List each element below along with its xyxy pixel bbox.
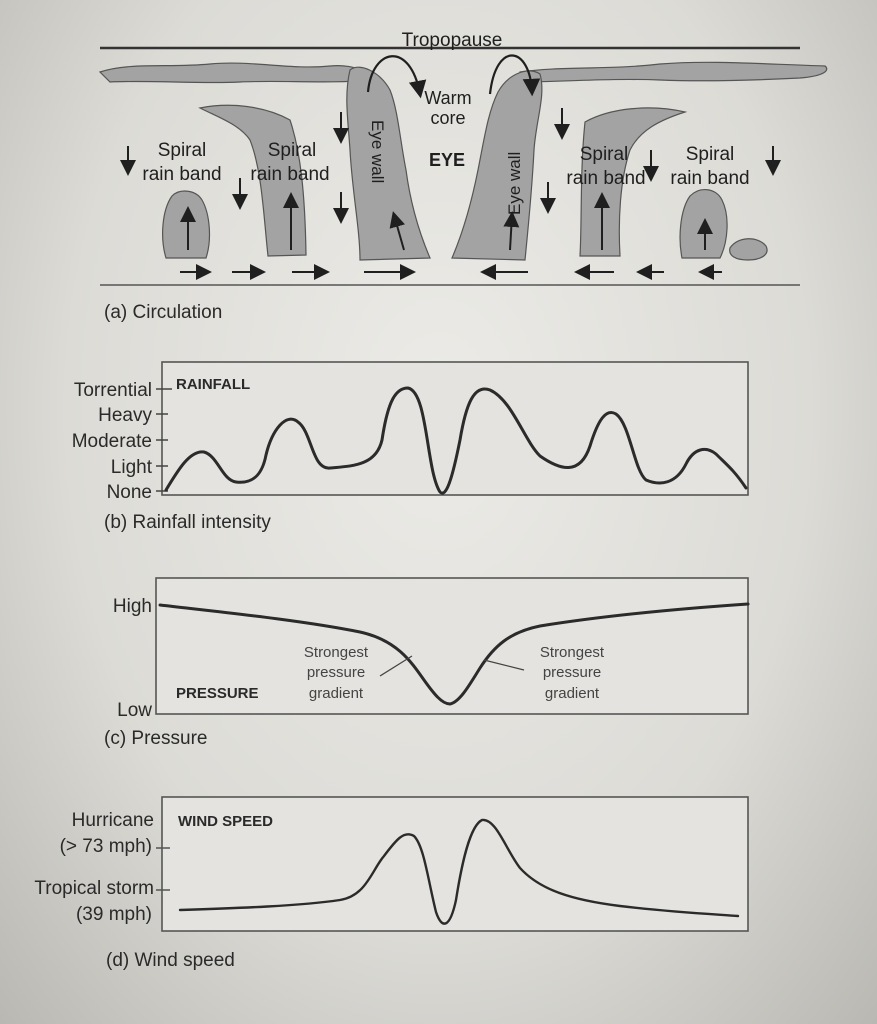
wind-axis-ticks [156, 847, 170, 891]
eye-wall-cloud-right [451, 70, 543, 261]
pressure-panel: High Low PRESSURE Strongest pressure gra… [104, 577, 750, 749]
pressure-title: PRESSURE [176, 685, 259, 702]
warm-core-label-2: core [430, 108, 465, 128]
wind-speed-curve [178, 818, 740, 925]
pressure-low-label: Low [117, 700, 152, 721]
wind-caption: (d) Wind speed [106, 950, 235, 971]
pressure-caption: (c) Pressure [104, 728, 207, 749]
updraft-arrow-4 [503, 211, 520, 251]
gradient-right-2: pressure [543, 664, 601, 681]
rainfall-level-torrential: Torrential [74, 380, 152, 401]
eye-circulation-arrow-left [366, 55, 427, 99]
spiral-label-r2-b: rain band [670, 168, 749, 189]
gradient-left-3: gradient [309, 685, 364, 702]
spiral-label-r1-a: Spiral [580, 144, 629, 165]
gradient-right-3: gradient [545, 685, 600, 702]
updraft-arrow-3 [389, 211, 405, 251]
pressure-frame [155, 577, 749, 715]
rainfall-title: RAINFALL [176, 376, 250, 393]
spiral-band-cloud-l1 [162, 190, 211, 259]
spiral-label-l1-a: Spiral [158, 140, 207, 161]
tropopause-label: Tropopause [402, 30, 503, 51]
spiral-label-r1-b: rain band [566, 168, 645, 189]
warm-core-label-1: Warm [424, 88, 471, 108]
wind-hurricane-1: Hurricane [72, 810, 154, 831]
spiral-label-r2-a: Spiral [686, 144, 735, 165]
spiral-band-cloud-r1 [579, 107, 688, 257]
pressure-high-label: High [113, 596, 152, 617]
rainfall-curve [164, 386, 748, 495]
eye-wall-label-right: Eye wall [505, 152, 524, 215]
gradient-left-1: Strongest [304, 644, 369, 661]
wind-hurricane-2: (> 73 mph) [60, 836, 152, 857]
anvil-cloud-right [519, 61, 828, 83]
eye-label: EYE [429, 150, 465, 170]
small-cloud-right [729, 238, 768, 261]
spiral-band-cloud-r2 [679, 189, 728, 259]
spiral-label-l2-a: Spiral [268, 140, 317, 161]
wind-tropical-2: (39 mph) [76, 904, 152, 925]
rainfall-level-heavy: Heavy [98, 405, 152, 426]
pressure-curve [158, 602, 750, 706]
rainfall-level-moderate: Moderate [72, 431, 152, 452]
eye-wall-label-left: Eye wall [368, 120, 387, 183]
wind-title: WIND SPEED [178, 813, 273, 830]
spiral-label-l2-b: rain band [250, 164, 329, 185]
spiral-label-l1-b: rain band [142, 164, 221, 185]
gradient-left-2: pressure [307, 664, 365, 681]
anvil-cloud-left [98, 62, 371, 84]
rainfall-panel: RAINFALL Torrential Heavy Moderate Light… [72, 361, 749, 533]
gradient-pointer-right [483, 659, 525, 671]
gradient-right-1: Strongest [540, 644, 605, 661]
rainfall-level-none: None [107, 482, 152, 503]
eye-wall-cloud-left [346, 66, 431, 261]
circulation-caption: (a) Circulation [104, 302, 222, 323]
spiral-band-cloud-l2 [198, 104, 307, 257]
gradient-pointer-left [379, 655, 413, 677]
wind-tropical-1: Tropical storm [34, 878, 154, 899]
rainfall-level-light: Light [111, 457, 153, 478]
circulation-panel: Tropopause Warm core EYE Eye wall Eye wa… [98, 30, 828, 323]
eye-circulation-arrow-right [488, 54, 541, 97]
wind-panel: WIND SPEED Hurricane (> 73 mph) Tropical… [34, 796, 749, 971]
rainfall-caption: (b) Rainfall intensity [104, 512, 271, 533]
